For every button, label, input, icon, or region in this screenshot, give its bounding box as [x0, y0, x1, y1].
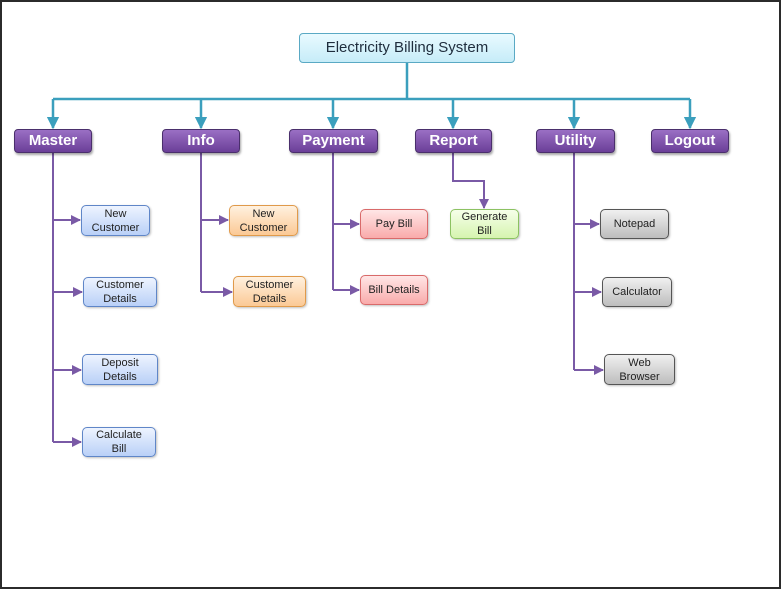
report-generate-bill[interactable]: Generate Bill — [450, 209, 519, 239]
menu-payment[interactable]: Payment — [289, 129, 378, 153]
master-calculate-bill[interactable]: Calculate Bill — [82, 427, 156, 457]
sub-connectors — [52, 153, 604, 447]
master-new-customer[interactable]: New Customer — [81, 205, 150, 236]
utility-web-browser[interactable]: Web Browser — [604, 354, 675, 385]
master-deposit-details[interactable]: Deposit Details — [82, 354, 158, 385]
utility-calculator[interactable]: Calculator — [602, 277, 672, 307]
payment-bill-details[interactable]: Bill Details — [360, 275, 428, 305]
payment-pay-bill[interactable]: Pay Bill — [360, 209, 428, 239]
info-customer-details[interactable]: Customer Details — [233, 276, 306, 307]
menu-logout[interactable]: Logout — [651, 129, 729, 153]
utility-notepad[interactable]: Notepad — [600, 209, 669, 239]
master-customer-details[interactable]: Customer Details — [83, 277, 157, 307]
menu-master[interactable]: Master — [14, 129, 92, 153]
menu-report[interactable]: Report — [415, 129, 492, 153]
top-connectors — [46, 63, 697, 130]
menu-info[interactable]: Info — [162, 129, 240, 153]
system-title-box: Electricity Billing System — [299, 33, 515, 63]
info-new-customer[interactable]: New Customer — [229, 205, 298, 236]
menu-utility[interactable]: Utility — [536, 129, 615, 153]
